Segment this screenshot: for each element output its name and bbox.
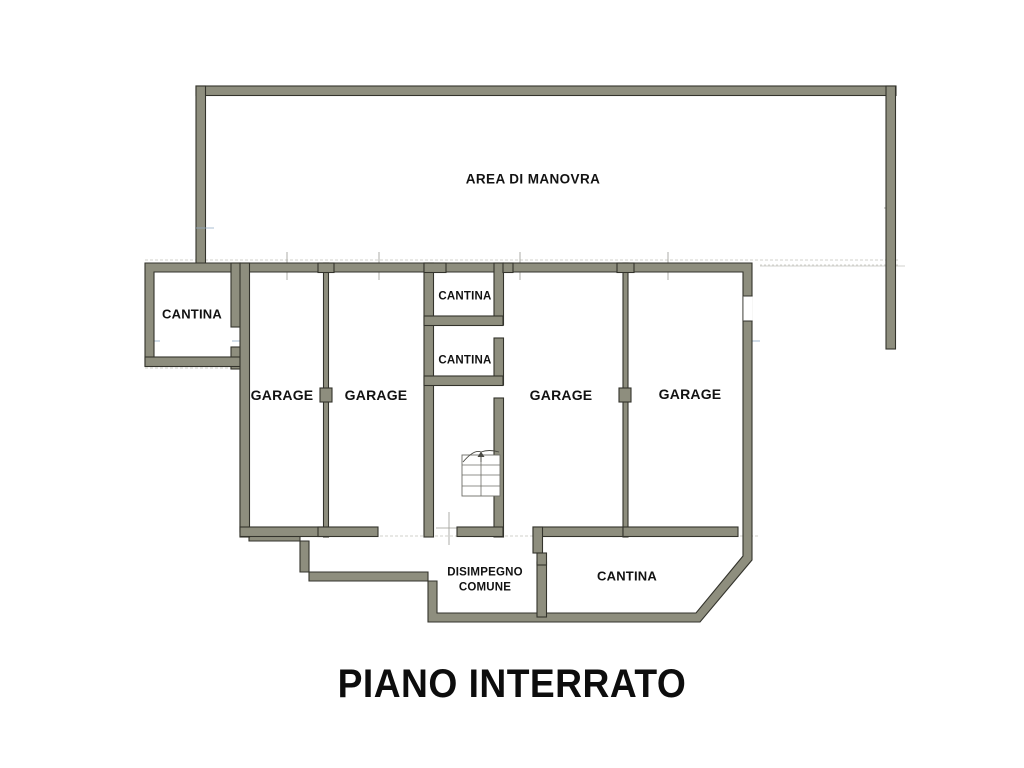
exterior-side-door-opening	[743, 295, 753, 322]
page-title: PIANO INTERRATO	[337, 662, 687, 706]
room-label-cantina-bottom: CANTINA	[597, 568, 657, 584]
courtyard-top-wall	[195, 85, 897, 97]
garage1-2-top-stub	[317, 262, 335, 274]
room-label-cantina-center-lower: CANTINA	[438, 354, 492, 367]
cantina-left-bottom-wall	[144, 356, 241, 368]
service-core-bottom-wall	[456, 526, 504, 538]
interior-walls	[144, 262, 739, 618]
room-label-area-di-manovra: AREA DI MANOVRA	[465, 171, 601, 187]
room-label-disimpegno-comune: DISIMPEGNO COMUNE	[447, 566, 523, 593]
garage3-top-jamb	[502, 262, 514, 274]
courtyard-left-wall	[195, 85, 207, 267]
garage3-4-top-stub	[616, 262, 635, 274]
cantina-left-right-wall-upper	[230, 262, 242, 328]
garage1-bottom-wall	[239, 526, 326, 538]
garage3-bottom-wall	[532, 526, 629, 538]
room-label-garage-3: GARAGE	[529, 387, 593, 404]
disimpegno-cantina-divider	[536, 561, 548, 618]
garage3-4-pillar	[618, 387, 632, 403]
cantina-center-divider-2	[423, 375, 504, 387]
room-label-garage-4: GARAGE	[658, 386, 722, 403]
disimpegno-cantina-divider-top	[536, 552, 548, 566]
garage1-2-pillar	[319, 387, 333, 403]
garage1-left-wall	[239, 262, 251, 538]
room-label-cantina-center-upper: CANTINA	[438, 290, 492, 303]
cantina-center-divider-1	[423, 315, 504, 327]
room-label-cantina-left: CANTINA	[162, 306, 222, 322]
garage4-bottom-wall	[622, 526, 739, 538]
dimension-ticks	[145, 207, 892, 545]
service-core-left-wall	[423, 262, 435, 538]
room-label-garage-1: GARAGE	[250, 387, 314, 404]
garage2-bottom-wall	[317, 526, 379, 538]
staircase	[461, 450, 501, 497]
courtyard-right-wall	[885, 85, 897, 350]
garage3-bottom-stub	[532, 526, 544, 554]
stair-direction-arrow	[462, 450, 500, 463]
dimension-lines	[145, 259, 905, 560]
area-di-manovra-walls	[195, 85, 897, 350]
service-core-left-top-stub	[423, 262, 447, 274]
room-label-garage-2: GARAGE	[344, 387, 408, 404]
